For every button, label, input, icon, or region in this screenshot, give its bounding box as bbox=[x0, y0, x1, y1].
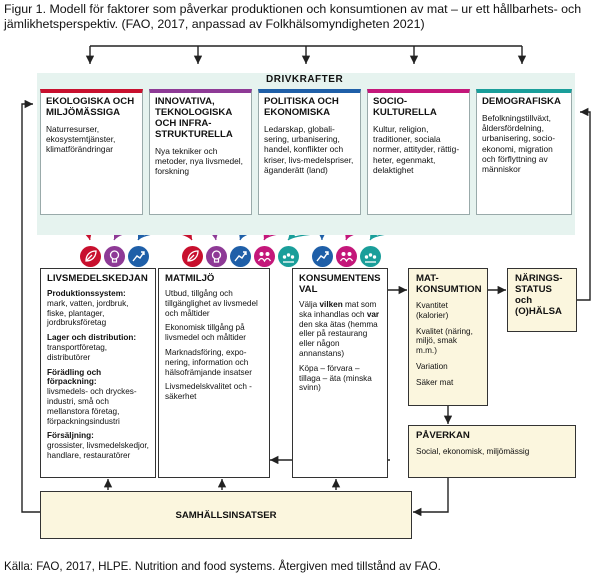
environment-paragraph: Livsmedelskvalitet och -säkerhet bbox=[165, 382, 252, 402]
society-box: SAMHÄLLSINSATSER bbox=[40, 491, 412, 539]
consumer-paragraph-2: Köpa – förvara – tillaga – äta (minska s… bbox=[299, 363, 372, 393]
supply-item-label: Produktionssystem: bbox=[47, 289, 126, 298]
supply-item-text: mark, vatten, jordbruk, fiske, plantager… bbox=[47, 298, 129, 328]
consumption-paragraph: Kvantitet (kalorier) bbox=[416, 301, 449, 320]
consumer-choice-box: KONSUMENTENS VAL Välja vilken mat som sk… bbox=[292, 268, 388, 478]
consumer-paragraph-1: Välja vilken mat som ska inhandlas och v… bbox=[299, 300, 380, 358]
environment-paragraph: Utbud, tillgång och tillgänglighet av li… bbox=[165, 289, 258, 318]
nutrition-health-box: NÄRINGS-STATUS och (O)HÄLSA bbox=[507, 268, 577, 332]
driver-political-title: POLITISKA OCH EKONOMISKA bbox=[264, 96, 339, 118]
nutrition-health-title: NÄRINGS-STATUS och (O)HÄLSA bbox=[515, 273, 563, 317]
impact-box: PÅVERKAN Social, ekonomisk, miljömässig bbox=[408, 425, 576, 478]
people-icon bbox=[336, 246, 357, 267]
food-environment-box: MATMILJÖ Utbud, tillgång och tillgänglig… bbox=[158, 268, 270, 478]
drivers-label: DRIVKRAFTER bbox=[266, 74, 344, 85]
driver-ecological-body: Naturresurser, ekosystemtjänster, klimat… bbox=[46, 124, 116, 155]
supply-item-text: livsmedels- och dryckes-industri, små oc… bbox=[47, 387, 137, 426]
trend-icon bbox=[230, 246, 251, 267]
food-environment-title: MATMILJÖ bbox=[165, 273, 215, 284]
driver-sociocultural-title: SOCIO-KULTURELLA bbox=[373, 96, 437, 118]
driver-ecological: EKOLOGISKA OCH MILJÖMÄSSIGA Naturresurse… bbox=[40, 89, 143, 215]
driver-demographic-body: Befolkningstillväxt, åldersfördelning, u… bbox=[482, 113, 556, 175]
driver-ecological-title: EKOLOGISKA OCH MILJÖMÄSSIGA bbox=[46, 96, 135, 118]
driver-innovative: INNOVATIVA, TEKNOLOGISKA OCH INFRA-STRUK… bbox=[149, 89, 252, 215]
food-consumption-box: MAT-KONSUMTION Kvantitet (kalorier) Kval… bbox=[408, 268, 488, 406]
supply-item-label: Försäljning: bbox=[47, 431, 94, 441]
impact-body: Social, ekonomisk, miljömässig bbox=[416, 447, 530, 456]
society-title: SAMHÄLLSINSATSER bbox=[175, 509, 277, 521]
food-consumption-title: MAT-KONSUMTION bbox=[416, 273, 482, 295]
consumption-paragraph: Säker mat bbox=[416, 377, 454, 387]
driver-innovative-body: Nya tekniker och metoder, nya livsmedel,… bbox=[155, 146, 243, 177]
lightbulb-icon bbox=[206, 246, 227, 267]
driver-sociocultural: SOCIO-KULTURELLA Kultur, religion, tradi… bbox=[367, 89, 470, 215]
people-icon bbox=[254, 246, 275, 267]
trend-icon bbox=[312, 246, 333, 267]
supply-item-text: transportföretag, distributörer bbox=[47, 342, 108, 362]
source-note: Källa: FAO, 2017, HLPE. Nutrition and fo… bbox=[4, 560, 441, 573]
figure-caption: Figur 1. Modell för faktorer som påverka… bbox=[4, 2, 582, 31]
consumption-paragraph: Kvalitet (näring, miljö, smak m.m.) bbox=[416, 326, 473, 356]
trend-icon bbox=[128, 246, 149, 267]
food-supply-chain-box: LIVSMEDELSKEDJAN Produktionssystem:mark,… bbox=[40, 268, 156, 478]
driver-innovative-title: INNOVATIVA, TEKNOLOGISKA OCH INFRA-STRUK… bbox=[155, 96, 233, 140]
consumption-paragraph: Variation bbox=[416, 361, 448, 371]
food-supply-chain-title: LIVSMEDELSKEDJAN bbox=[47, 273, 148, 284]
driver-political: POLITISKA OCH EKONOMISKA Ledarskap, glob… bbox=[258, 89, 361, 215]
driver-sociocultural-body: Kultur, religion, traditioner, sociala n… bbox=[373, 124, 460, 175]
supply-item-label: Förädling och förpackning: bbox=[47, 367, 102, 387]
population-icon bbox=[360, 246, 381, 267]
leaf-icon bbox=[80, 246, 101, 267]
supply-item-label: Lager och distribution: bbox=[47, 333, 137, 343]
lightbulb-icon bbox=[104, 246, 125, 267]
population-icon bbox=[278, 246, 299, 267]
environment-paragraph: Ekonomisk tillgång på livsmedel och målt… bbox=[165, 323, 246, 343]
impact-title: PÅVERKAN bbox=[416, 430, 470, 441]
driver-demographic: DEMOGRAFISKA Befolkningstillväxt, ålders… bbox=[476, 89, 572, 215]
leaf-icon bbox=[182, 246, 203, 267]
supply-item-text: grossister, livsmedelskedjor, handlare, … bbox=[47, 441, 149, 460]
environment-paragraph: Marknadsföring, expo-nering, information… bbox=[165, 347, 252, 377]
driver-political-body: Ledarskap, globali-sering, urbanisering,… bbox=[264, 124, 354, 175]
driver-demographic-title: DEMOGRAFISKA bbox=[482, 96, 561, 107]
consumer-choice-title: KONSUMENTENS VAL bbox=[299, 273, 381, 295]
